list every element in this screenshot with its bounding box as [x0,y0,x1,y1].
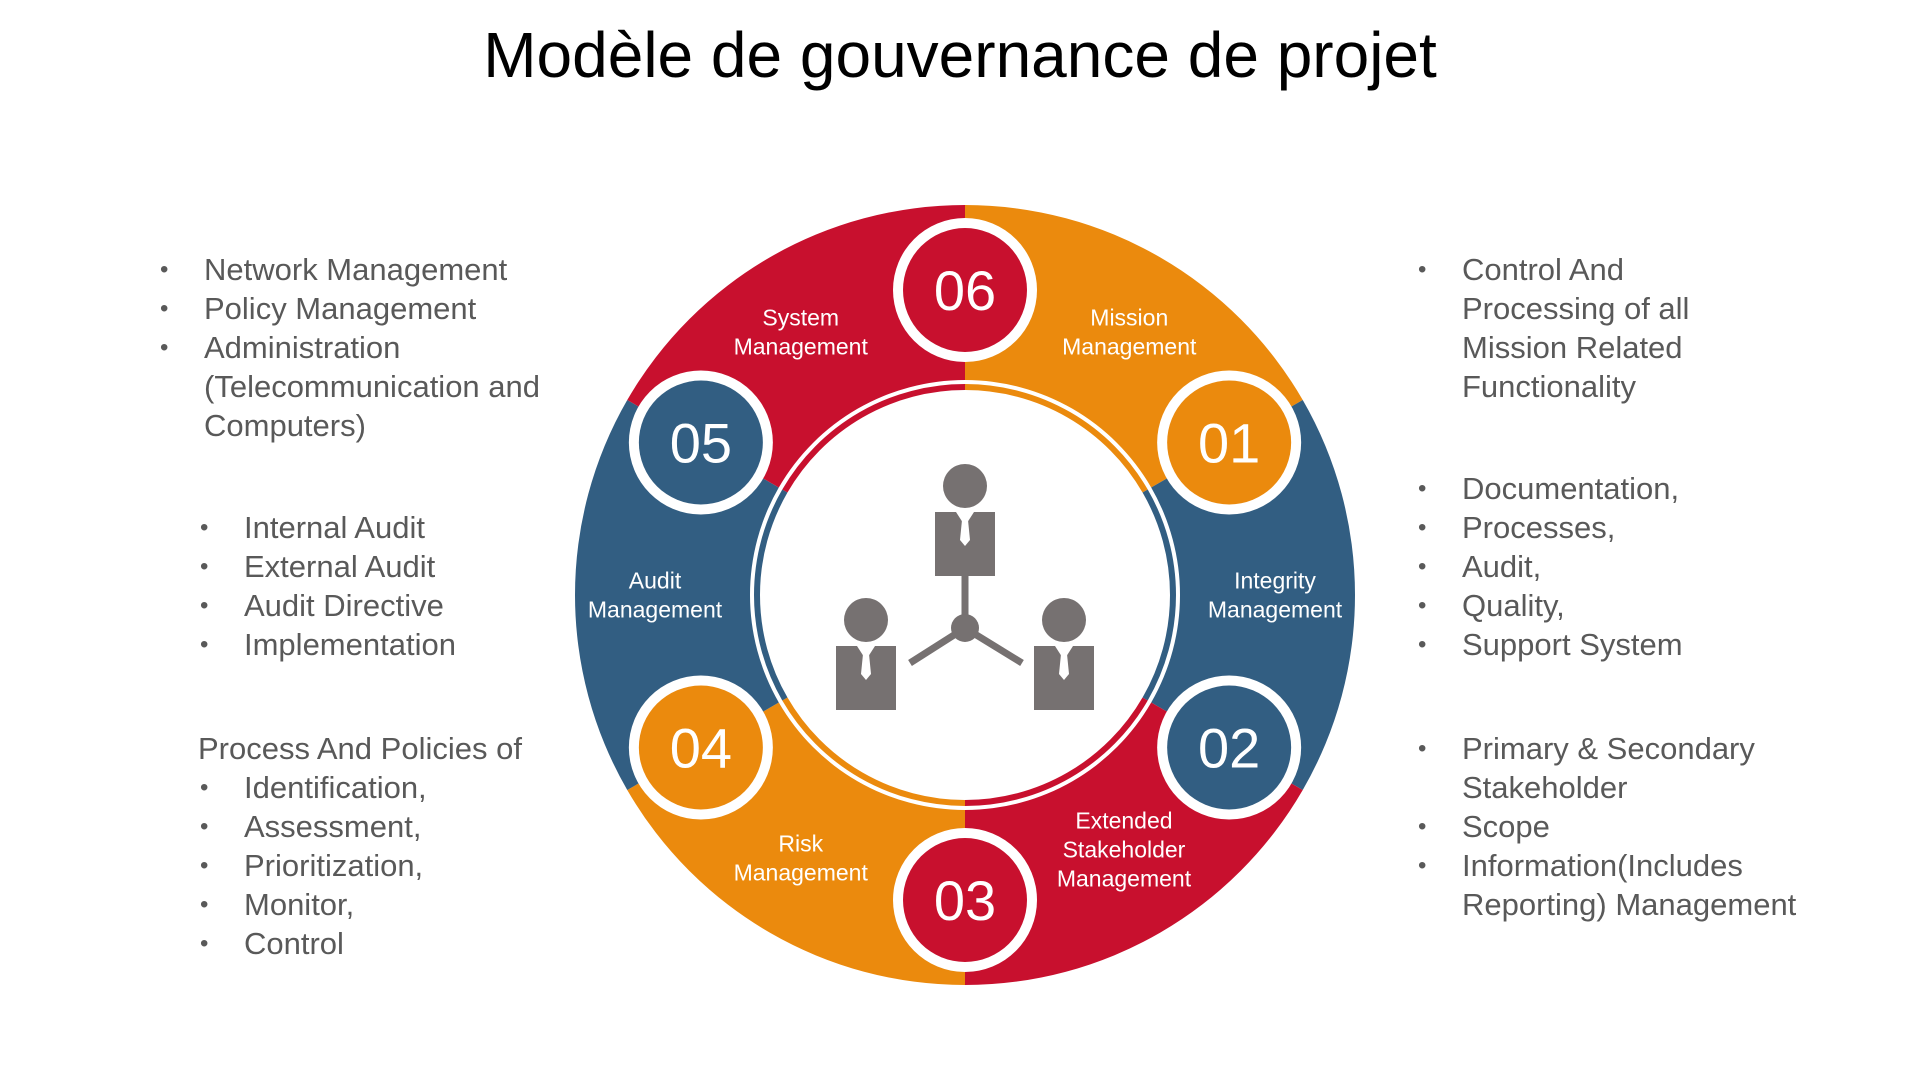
team-network-icon [836,464,1094,710]
segment-label-03: Extended [1075,807,1172,833]
segment-label-03: Management [1057,865,1192,891]
badge-number-03: 03 [934,869,996,932]
list-item: Administration (Telecommunication and Co… [158,328,578,445]
segment-label-02: Management [1208,597,1343,623]
segment-label-04: Risk [778,830,823,856]
badge-number-04: 04 [670,717,732,780]
list-item: Policy Management [158,289,578,328]
segment-label-06: Management [734,334,869,360]
badge-06 [903,228,1027,352]
list-item: Control [198,924,598,963]
segment-label-04: Management [734,859,869,885]
inner-arc [754,489,788,701]
list-item: Monitor, [198,885,598,924]
inner-arc [964,697,1148,806]
badge-number-06: 06 [934,259,996,322]
segment-label-05: Management [588,597,723,623]
list-item: Information(Includes Reporting) Manageme… [1416,846,1836,924]
shirt-collar [956,512,974,526]
segment-label-02: Integrity [1234,568,1316,594]
list-item: Support System [1416,625,1836,664]
inner-arc [782,384,966,493]
tie-icon [960,520,970,546]
shirt-collar [857,646,875,660]
right-block-mission: Control And Processing of all Mission Re… [1416,250,1716,406]
right-block-integrity: Documentation, Processes, Audit, Quality… [1416,469,1836,664]
segment-label-06: System [762,305,839,331]
list-item: Implementation [198,625,578,664]
list-item: Assessment, [198,807,598,846]
badge-number-02: 02 [1198,717,1260,780]
list-item: Scope [1416,807,1836,846]
inner-arc [1142,489,1176,701]
block-lead-text: Process And Policies of [198,731,522,766]
badge-number-05: 05 [670,412,732,475]
list-item: Prioritization, [198,846,598,885]
badge-05 [638,380,763,505]
list-item: Processes, [1416,508,1836,547]
person-icon [943,464,987,508]
list-item: Identification, [198,768,598,807]
left-block-audit: Internal Audit External Audit Audit Dire… [198,508,578,664]
segment-label-01: Management [1062,334,1197,360]
left-block-system: Network Management Policy Management Adm… [158,250,578,445]
list-item: Internal Audit [198,508,578,547]
list-item: External Audit [198,547,578,586]
person-icon [844,598,888,642]
tie-icon [1059,654,1069,680]
inner-arc [964,384,1148,493]
badge-02 [1167,685,1292,810]
right-block-stakeholder: Primary & Secondary Stakeholder Scope In… [1416,729,1836,924]
list-item: Primary & Secondary Stakeholder [1416,729,1836,807]
page-title: Modèle de gouvernance de projet [483,19,1437,91]
badge-04 [638,685,763,810]
segment-label-03: Stakeholder [1063,836,1186,862]
list-item: Audit Directive [198,586,578,625]
person-icon [1042,598,1086,642]
shirt-collar [1055,646,1073,660]
segment-label-01: Mission [1090,305,1168,331]
left-block-risk: Process And Policies of Identification, … [198,729,598,963]
badge-01 [1167,380,1292,505]
hub-node [951,614,979,642]
inner-arc [782,697,966,806]
list-item: Network Management [158,250,578,289]
list-item: Documentation, [1416,469,1836,508]
segment-label-05: Audit [629,568,682,594]
list-item: Audit, [1416,547,1836,586]
badge-number-01: 01 [1198,412,1260,475]
list-item: Quality, [1416,586,1836,625]
tie-icon [861,654,871,680]
list-item: Control And Processing of all Mission Re… [1416,250,1716,406]
badge-03 [903,838,1027,962]
